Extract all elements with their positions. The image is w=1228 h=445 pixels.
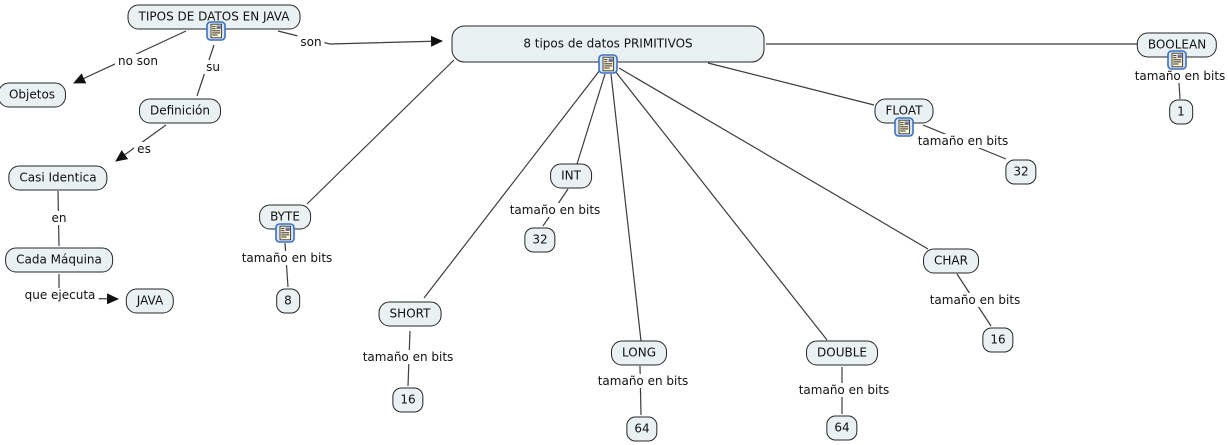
node-cada-maquina[interactable]: Cada Máquina: [5, 247, 113, 273]
node-int-bits[interactable]: 32: [524, 227, 556, 253]
node-float[interactable]: FLOAT: [874, 98, 934, 124]
link-label-tamano-double[interactable]: tamaño en bits: [795, 383, 893, 397]
link-label-tamano-short[interactable]: tamaño en bits: [359, 350, 457, 364]
link-label-es[interactable]: es: [134, 142, 154, 156]
node-char-bits[interactable]: 16: [982, 327, 1014, 353]
link-label-tamano-byte[interactable]: tamaño en bits: [238, 251, 336, 265]
node-short[interactable]: SHORT: [378, 301, 442, 327]
link-label-su[interactable]: su: [203, 60, 223, 74]
resource-icon[interactable]: [894, 117, 914, 137]
resource-icon-glyph: [598, 54, 618, 74]
link-label-no-son[interactable]: no son: [115, 54, 161, 68]
node-byte-bits[interactable]: 8: [276, 288, 300, 314]
node-tipos-de-datos-en-java[interactable]: TIPOS DE DATOS EN JAVA: [127, 4, 301, 30]
resource-icon-glyph: [1167, 50, 1187, 70]
node-int[interactable]: INT: [550, 163, 592, 189]
line-primitivos-long: [610, 73, 642, 342]
link-label-tamano-int[interactable]: tamaño en bits: [506, 203, 604, 217]
node-8-tipos-primitivos[interactable]: 8 tipos de datos PRIMITIVOS: [451, 25, 765, 63]
line-primitivos-byte: [306, 59, 455, 205]
node-long[interactable]: LONG: [611, 340, 667, 366]
resource-icon-glyph: [894, 117, 914, 137]
node-boolean-bits[interactable]: 1: [1169, 99, 1193, 125]
node-long-bits[interactable]: 64: [626, 416, 658, 442]
line-byte-bits: [284, 242, 289, 288]
node-double[interactable]: DOUBLE: [806, 340, 878, 366]
node-char[interactable]: CHAR: [923, 248, 979, 274]
resource-icon-glyph: [206, 21, 226, 41]
link-label-tamano-long[interactable]: tamaño en bits: [594, 374, 692, 388]
resource-icon-glyph: [275, 223, 295, 243]
line-primitivos-double: [614, 70, 828, 341]
node-objetos[interactable]: Objetos: [0, 82, 67, 108]
resource-icon[interactable]: [275, 223, 295, 243]
link-label-tamano-boolean[interactable]: tamaño en bits: [1131, 69, 1228, 83]
node-java[interactable]: JAVA: [125, 288, 175, 314]
node-double-bits[interactable]: 64: [826, 415, 858, 441]
resource-icon[interactable]: [206, 21, 226, 41]
line-primitivos-int: [576, 73, 606, 165]
line-primitivos-float: [707, 62, 875, 106]
link-label-tamano-char[interactable]: tamaño en bits: [926, 293, 1024, 307]
line-primitivos-char: [618, 67, 929, 250]
link-label-son[interactable]: son: [297, 35, 325, 49]
link-label-en[interactable]: en: [48, 211, 70, 225]
node-casi-identica[interactable]: Casi Identica: [8, 165, 108, 191]
resource-icon[interactable]: [598, 54, 618, 74]
node-float-bits[interactable]: 32: [1005, 159, 1037, 185]
resource-icon[interactable]: [1167, 50, 1187, 70]
link-label-tamano-float[interactable]: tamaño en bits: [914, 134, 1012, 148]
link-label-que-ejecuta[interactable]: que ejecuta: [21, 288, 99, 302]
node-short-bits[interactable]: 16: [392, 387, 424, 413]
node-definicion[interactable]: Definición: [139, 98, 221, 124]
